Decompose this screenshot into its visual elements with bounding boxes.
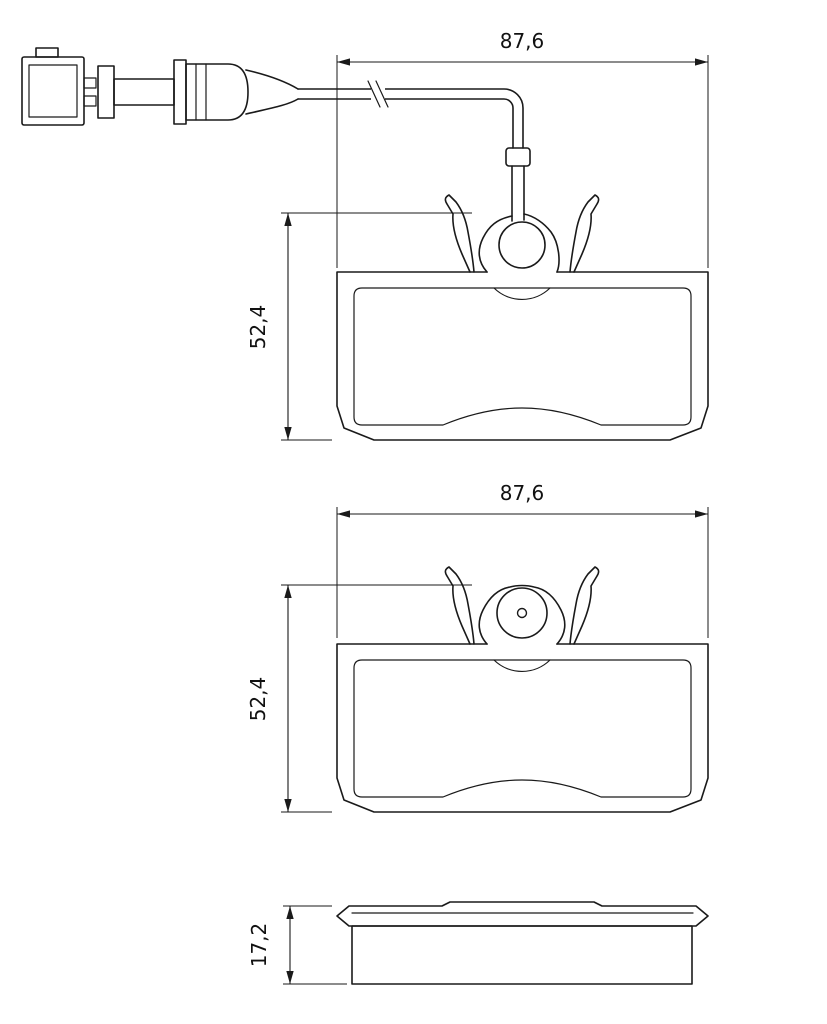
view-pad-with-sensor: 87,6 52,4 xyxy=(21,29,709,441)
sensor-dome-left xyxy=(478,215,513,273)
spring-clip-right xyxy=(569,194,600,273)
sensor-seat-circle xyxy=(498,221,546,269)
sensor-center-hole xyxy=(516,607,528,619)
width-dimension-view2: 87,6 xyxy=(336,481,709,638)
friction-dome-relief xyxy=(493,659,551,673)
sensor-dome-right xyxy=(523,213,560,273)
wire-break-gap xyxy=(371,84,385,104)
thickness-dimension-view3: 17,2 xyxy=(247,905,347,985)
dimension-label-width: 87,6 xyxy=(500,481,545,505)
connector-collar xyxy=(97,65,115,119)
wire-outer-line xyxy=(297,88,524,149)
sensor-boss-circle xyxy=(496,587,548,639)
friction-outline xyxy=(353,659,692,798)
sensor-dome xyxy=(478,584,566,645)
dimension-label-height: 52,4 xyxy=(246,677,270,722)
boot-taper xyxy=(245,98,299,115)
sensor-terminal xyxy=(505,147,531,167)
connector-pin xyxy=(83,77,97,89)
width-dimension-view1: 87,6 xyxy=(336,29,709,268)
connector-boot xyxy=(185,63,249,121)
wire-inner-line xyxy=(297,98,514,149)
dimension-label-height: 52,4 xyxy=(246,305,270,350)
connector-housing xyxy=(21,56,85,126)
connector-housing-inner xyxy=(28,64,78,118)
friction-block-profile xyxy=(351,925,693,985)
spring-clip-right xyxy=(569,566,600,645)
connector-flange xyxy=(173,59,187,125)
spring-clip-left xyxy=(444,194,475,273)
friction-outline xyxy=(353,287,692,426)
dimension-label-thickness: 17,2 xyxy=(247,923,271,968)
view-pad-side-profile: 17,2 xyxy=(247,901,709,985)
dimension-label-width: 87,6 xyxy=(500,29,545,53)
backing-plate-profile xyxy=(336,901,709,927)
pad-plate-view2 xyxy=(336,566,709,813)
connector-latch xyxy=(35,47,59,58)
spring-clip-left xyxy=(444,566,475,645)
view-pad-back-plate: 87,6 52,4 xyxy=(246,481,709,813)
connector-neck xyxy=(113,78,175,106)
pad-side-profile-shapes xyxy=(336,901,709,985)
connector-pin xyxy=(83,95,97,107)
wear-sensor-connector xyxy=(21,47,299,126)
wire-break-mark xyxy=(367,80,381,108)
boot-taper xyxy=(245,69,299,90)
pad-outline xyxy=(336,643,709,813)
height-dimension-view1: 52,4 xyxy=(246,212,472,441)
pad-plate-view1 xyxy=(336,194,709,441)
wire-break-mark xyxy=(375,80,389,108)
sensor-wire xyxy=(297,80,531,222)
height-dimension-view2: 52,4 xyxy=(246,584,472,813)
pad-outline xyxy=(336,271,709,441)
friction-dome-relief xyxy=(493,287,551,301)
